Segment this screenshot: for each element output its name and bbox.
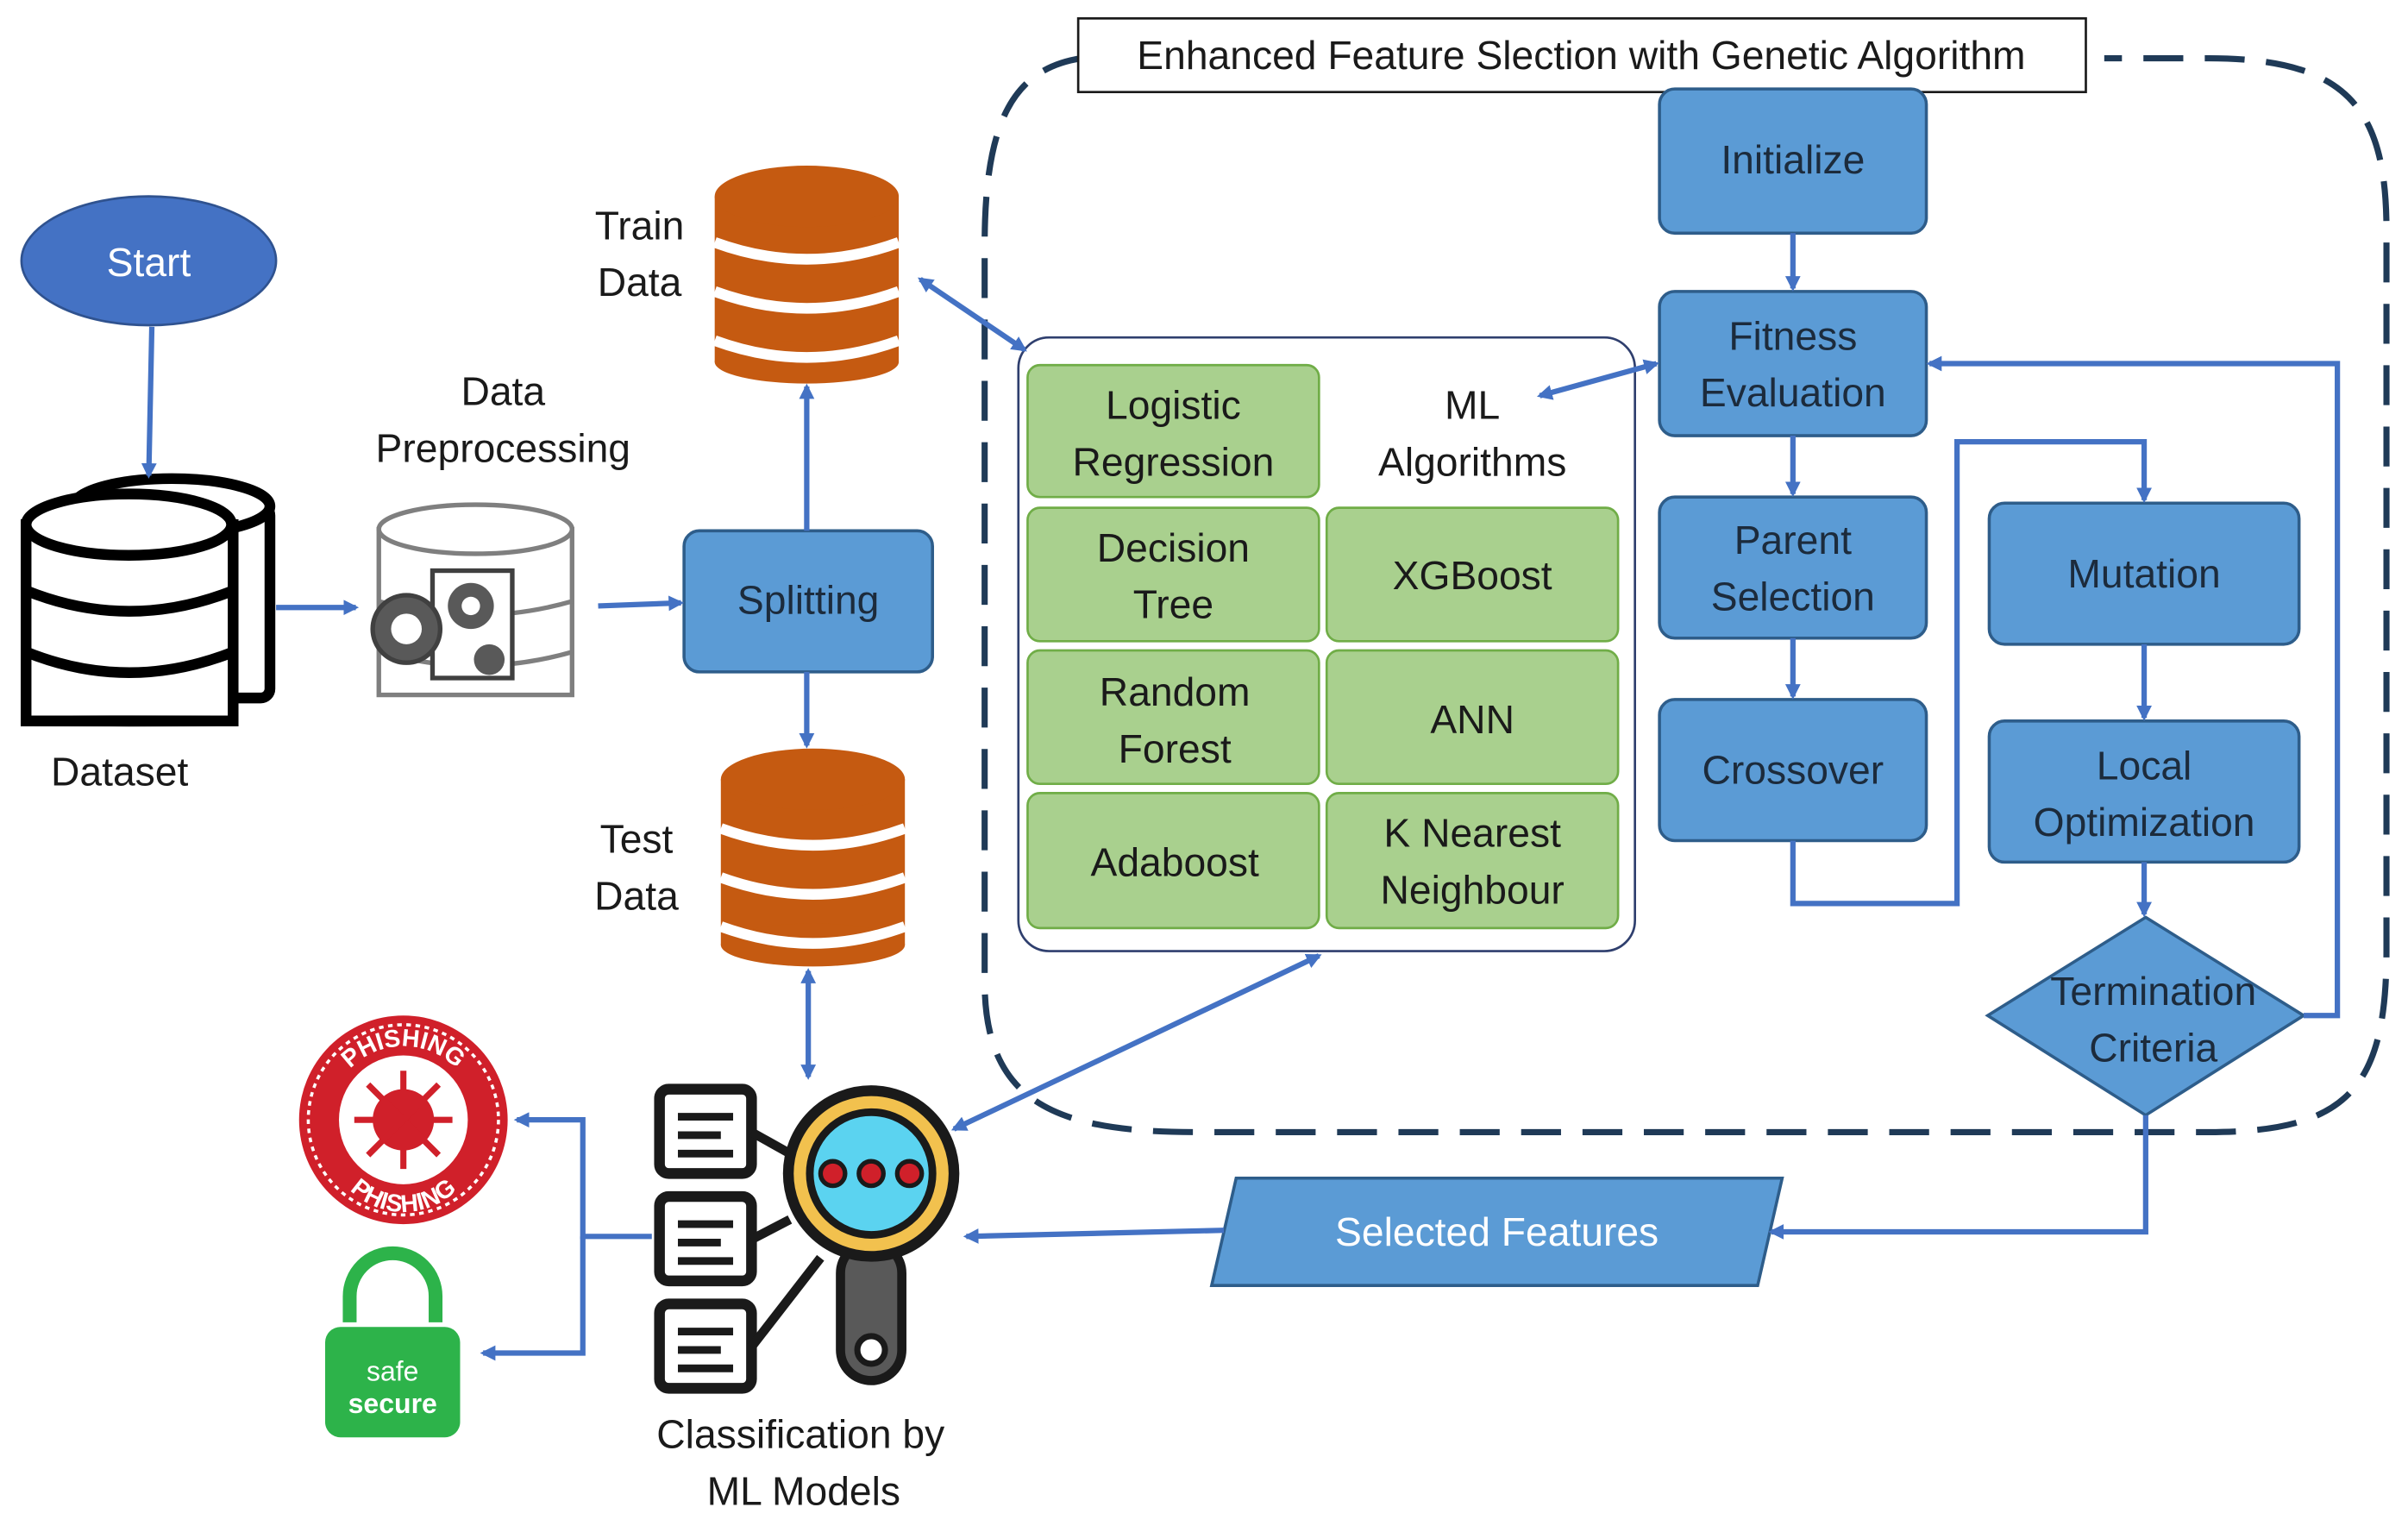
train-data-icon bbox=[715, 166, 899, 384]
test-data-label-line2: Data bbox=[594, 874, 679, 919]
ga-fitness-line1: Fitness bbox=[1728, 313, 1857, 358]
ml-algorithms-label-line1: ML bbox=[1445, 382, 1500, 427]
arrow-classification-split bbox=[517, 1120, 651, 1236]
train-data-label-line2: Data bbox=[598, 260, 682, 305]
ga-local-optimization: Local Optimization bbox=[1989, 721, 2298, 863]
algo-ann-label: ANN bbox=[1430, 697, 1514, 742]
algo-adaboost: Adaboost bbox=[1027, 793, 1319, 927]
arrow-preprocessing-splitting bbox=[599, 603, 681, 606]
algo-decision-tree: Decision Tree bbox=[1027, 508, 1319, 642]
preprocessing-icon bbox=[373, 505, 572, 695]
arrow-selected-classification bbox=[966, 1230, 1224, 1236]
algo-xgboost-label: XGBoost bbox=[1393, 553, 1552, 598]
start-label: Start bbox=[107, 240, 191, 285]
splitting-label: Splitting bbox=[737, 577, 879, 622]
ga-title: Enhanced Feature Slection with Genetic A… bbox=[1137, 33, 2025, 78]
ga-crossover-label: Crossover bbox=[1703, 748, 1884, 793]
arrow-start-dataset bbox=[148, 327, 152, 475]
selected-features-label: Selected Features bbox=[1335, 1209, 1659, 1254]
ga-termination-line2: Criteria bbox=[2089, 1026, 2217, 1071]
ga-parent-line2: Selection bbox=[1711, 575, 1875, 619]
algo-adaboost-label: Adaboost bbox=[1091, 839, 1259, 884]
ga-local-opt-line1: Local bbox=[2097, 743, 2192, 788]
algo-logistic-regression-line2: Regression bbox=[1073, 439, 1275, 484]
algo-knn-line2: Neighbour bbox=[1381, 867, 1565, 912]
algo-ann: ANN bbox=[1326, 650, 1618, 784]
arrow-train-ml bbox=[920, 279, 1025, 350]
safe-badge-line2: secure bbox=[348, 1388, 437, 1419]
classification-label-line2: ML Models bbox=[707, 1469, 900, 1514]
ga-termination-criteria: Termination Criteria bbox=[1988, 917, 2304, 1115]
ga-mutation: Mutation bbox=[1989, 503, 2298, 644]
ga-fitness-evaluation: Fitness Evaluation bbox=[1659, 292, 1926, 436]
classification-icon bbox=[660, 1090, 954, 1389]
ga-initialize: Initialize bbox=[1659, 89, 1926, 233]
ga-termination-line1: Termination bbox=[2050, 969, 2256, 1014]
ml-algorithms-label-line2: Algorithms bbox=[1378, 439, 1566, 484]
algo-decision-tree-line2: Tree bbox=[1133, 582, 1213, 627]
algo-knn: K Nearest Neighbour bbox=[1326, 793, 1618, 927]
algo-xgboost: XGBoost bbox=[1326, 508, 1618, 642]
preprocessing-label-line2: Preprocessing bbox=[376, 425, 630, 470]
test-data-label-line1: Test bbox=[600, 817, 674, 862]
arrow-classification-safe bbox=[483, 1236, 583, 1353]
ga-local-opt-line2: Optimization bbox=[2034, 800, 2255, 845]
algo-logistic-regression-line1: Logistic bbox=[1106, 382, 1241, 427]
ga-initialize-label: Initialize bbox=[1721, 137, 1865, 182]
algo-random-forest-line1: Random bbox=[1100, 669, 1251, 714]
ga-crossover: Crossover bbox=[1659, 700, 1926, 841]
ga-parent-selection: Parent Selection bbox=[1659, 497, 1926, 638]
selected-features-node: Selected Features bbox=[1212, 1178, 1783, 1285]
safe-badge-line1: safe bbox=[367, 1355, 418, 1386]
ga-mutation-label: Mutation bbox=[2067, 551, 2220, 596]
classification-label-line1: Classification by bbox=[656, 1412, 945, 1457]
algo-logistic-regression: Logistic Regression bbox=[1027, 365, 1319, 497]
train-data-label-line1: Train bbox=[595, 203, 685, 248]
arrow-termination-fitness bbox=[1929, 363, 2337, 1015]
preprocessing-label-line1: Data bbox=[461, 368, 545, 413]
safe-secure-badge-icon: safe secure bbox=[325, 1253, 460, 1437]
algo-knn-line1: K Nearest bbox=[1383, 811, 1561, 856]
test-data-icon bbox=[721, 749, 905, 967]
algo-random-forest-line2: Forest bbox=[1119, 726, 1232, 771]
algo-decision-tree-line1: Decision bbox=[1097, 525, 1250, 570]
dataset-label: Dataset bbox=[51, 749, 188, 794]
arrow-ml-classification bbox=[954, 956, 1319, 1129]
algo-random-forest: Random Forest bbox=[1027, 650, 1319, 784]
dataset-icon bbox=[26, 479, 270, 721]
ga-parent-line1: Parent bbox=[1734, 518, 1852, 562]
phishing-stamp-icon: PHISHING PHISHING bbox=[299, 1015, 508, 1224]
ga-fitness-line2: Evaluation bbox=[1700, 370, 1886, 415]
